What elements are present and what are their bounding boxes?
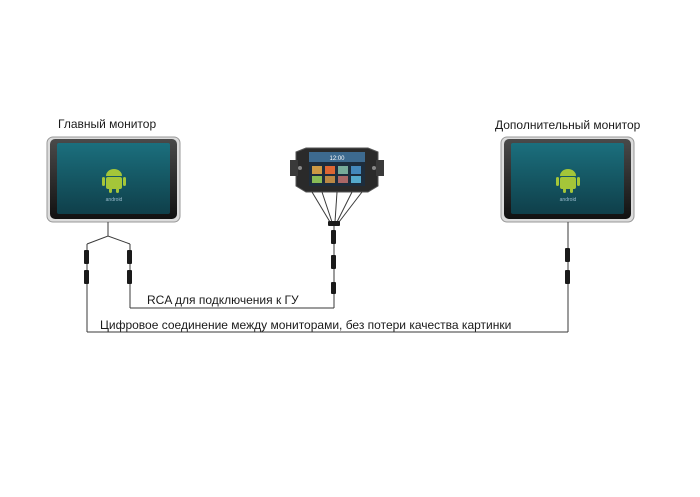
connector-plug — [331, 255, 336, 269]
extra-monitor-label: Дополнительный монитор — [495, 118, 641, 132]
digital-connection-label: Цифровое соединение между мониторами, бе… — [100, 318, 512, 332]
connector-plug — [328, 221, 340, 226]
head-unit: 12:00 — [290, 147, 384, 193]
main-monitor-label: Главный монитор — [58, 117, 157, 131]
extra-monitor: android — [500, 136, 635, 223]
connectors — [84, 221, 570, 294]
head-unit-clock: 12:00 — [329, 156, 345, 162]
rca-label: RCA для подключения к ГУ — [147, 293, 299, 307]
main-monitor: android — [46, 136, 181, 223]
connector-plug — [127, 270, 132, 284]
connector-plug — [127, 250, 132, 264]
android-logo-icon — [102, 169, 126, 193]
connector-plug — [331, 282, 336, 294]
connector-plug — [565, 270, 570, 284]
android-text-main: android — [106, 197, 123, 203]
connector-plug — [331, 230, 336, 244]
android-logo-icon — [556, 169, 580, 193]
android-text-extra: android — [560, 197, 577, 203]
connector-plug — [565, 248, 570, 262]
connector-plug — [84, 250, 89, 264]
connector-plug — [84, 270, 89, 284]
